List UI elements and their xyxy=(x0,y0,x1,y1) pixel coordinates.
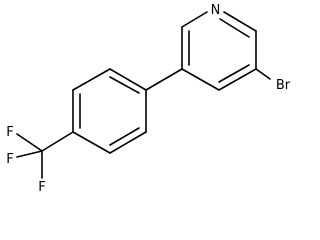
atom-label-nitrogen: N xyxy=(211,3,221,18)
bond-b5-b6-inner xyxy=(109,127,140,146)
bond-ring-cf3 xyxy=(41,131,74,152)
bond-n-c2 xyxy=(223,11,257,32)
atom-label-bromine: Br xyxy=(276,78,291,93)
bond-biaryl xyxy=(145,68,183,91)
structure-canvas: N Br F F F xyxy=(6,3,291,195)
pyridine-ring xyxy=(181,11,257,91)
bond-b1-b2-inner xyxy=(109,76,140,94)
bond-c-f1 xyxy=(16,133,43,152)
atom-label-fluorine-3: F xyxy=(38,180,45,195)
chemical-structure-diagram: N Br F F F xyxy=(6,3,291,195)
bond-c3-br xyxy=(255,68,271,80)
bond-b1-b2 xyxy=(109,68,147,91)
bond-n-c2-inner xyxy=(219,18,250,38)
benzene-ring xyxy=(72,68,147,154)
bond-b5-b6 xyxy=(109,131,147,154)
trifluoromethyl-group xyxy=(16,131,74,179)
atom-label-fluorine-1: F xyxy=(6,125,13,140)
bond-c6-n xyxy=(181,11,208,28)
bond-c3-c4-inner xyxy=(218,64,250,83)
bond-c3-c4 xyxy=(218,68,257,91)
atom-label-fluorine-2: F xyxy=(6,152,13,167)
bond-b4-b5 xyxy=(72,131,111,154)
bond-c4-c5 xyxy=(181,68,220,91)
bond-c-f2 xyxy=(16,150,43,158)
bond-b2-b3 xyxy=(72,68,111,91)
